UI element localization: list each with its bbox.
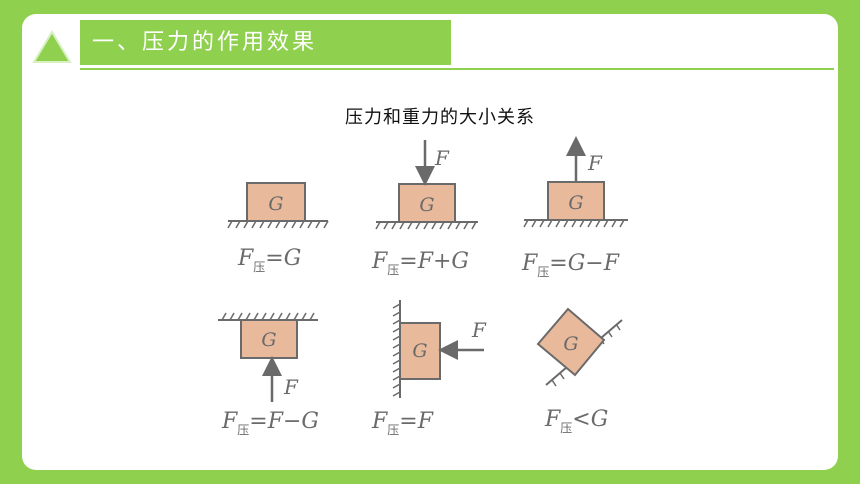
panel-wall: G F F压=F — [371, 300, 487, 437]
formula: F压=F+G — [371, 249, 469, 277]
panel-force-up: G F F压=G−F — [521, 136, 628, 279]
header-bar — [80, 20, 451, 65]
block-label: G — [412, 340, 427, 362]
block — [536, 307, 606, 377]
floor-surface — [523, 219, 628, 228]
block-label: G — [268, 193, 283, 215]
block-label: G — [563, 333, 578, 355]
panel-ceiling: G F F压=F−G — [218, 312, 319, 437]
force-label: F — [434, 146, 450, 170]
formula: F压<G — [544, 407, 608, 435]
content-card — [22, 14, 838, 470]
block-label: G — [568, 192, 583, 214]
triangle-icon — [32, 30, 72, 63]
wall-surface — [392, 300, 401, 398]
ceiling-surface — [218, 312, 318, 321]
page-title: 一、压力的作用效果 — [92, 30, 318, 55]
block — [399, 322, 441, 380]
formula: F压=G−F — [521, 251, 620, 279]
panel-incline: G F压<G — [536, 307, 623, 435]
block-label: G — [261, 329, 276, 351]
formula: F压=F — [371, 409, 434, 437]
header-divider — [80, 68, 834, 70]
panel-force-down: G F F压=F+G — [371, 140, 478, 277]
floor-surface — [375, 221, 478, 230]
formula: F压=F−G — [221, 409, 319, 437]
block — [246, 182, 306, 222]
block — [240, 319, 298, 359]
floor-surface — [227, 220, 329, 229]
figure-title: 压力和重力的大小关系 — [345, 107, 535, 128]
block-label: G — [419, 194, 434, 216]
force-label: F — [471, 318, 487, 342]
force-label: F — [587, 151, 603, 175]
panel-block-on-floor: G F压=G — [227, 182, 329, 274]
block — [398, 183, 456, 223]
force-label: F — [283, 375, 299, 399]
formula: F压=G — [237, 246, 301, 274]
